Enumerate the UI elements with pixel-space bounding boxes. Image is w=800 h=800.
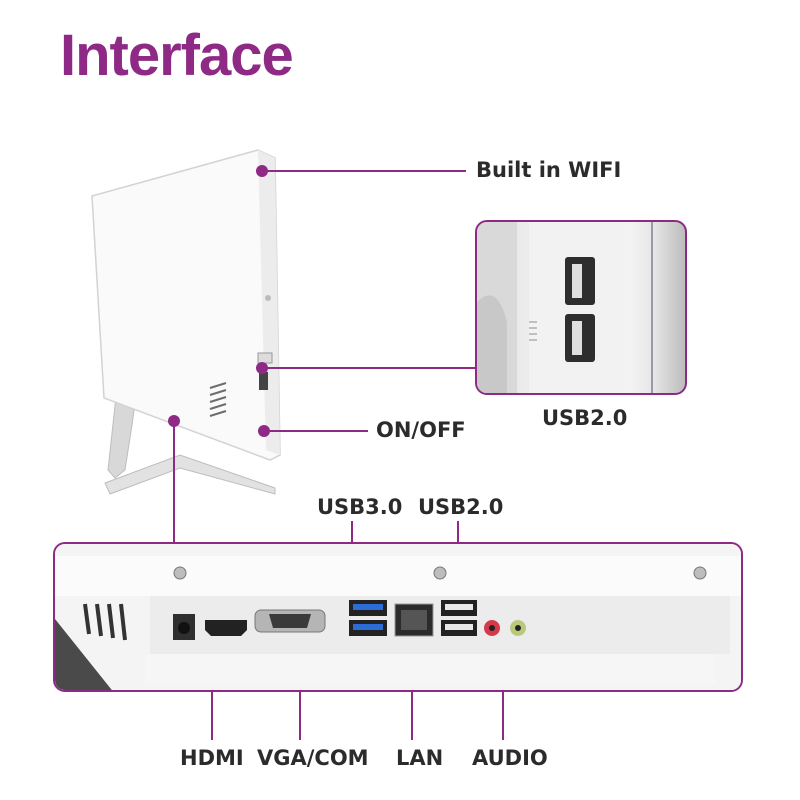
callout-on-off: ON/OFF [376,418,466,442]
usb-port-icon [445,604,473,610]
side-usb-zoom [475,220,687,395]
hdmi-port-icon [205,620,247,636]
callout-usb3: USB3.0 [317,495,403,519]
usb-port-icon [353,604,383,610]
usb-port-icon [445,624,473,630]
page-title: Interface [60,23,294,88]
callout-hdmi: HDMI [180,746,244,770]
monitor-vents [209,382,227,417]
callout-lan: LAN [396,746,444,770]
callout-usb2-rear: USB2.0 [418,495,504,519]
callout-audio: AUDIO [472,746,548,770]
rear-port-panel [53,542,743,692]
callout-vga-com: VGA/COM [257,746,369,770]
monitor-edge [258,150,280,455]
stand-base [104,454,276,495]
callout-built-in-wifi: Built in WIFI [476,158,622,182]
callout-usb2-side: USB2.0 [542,406,628,430]
usb-port-icon [353,624,383,630]
screw-icon [173,566,707,580]
